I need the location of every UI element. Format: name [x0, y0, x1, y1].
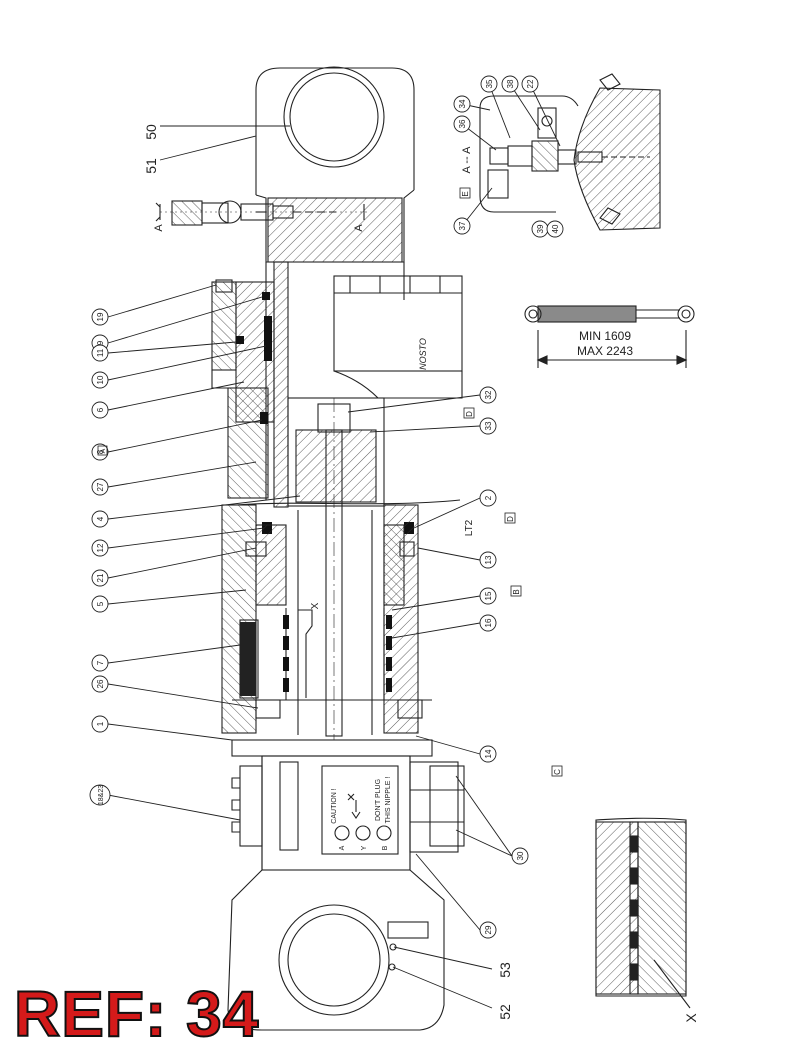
callout-37: 37	[458, 221, 467, 230]
callout-29: 29	[484, 925, 493, 934]
callout-19: 19	[96, 312, 105, 321]
callout-36: 36	[458, 119, 467, 128]
callout-5: 5	[96, 601, 105, 606]
callout-15: 15	[484, 591, 493, 600]
label-this-nipple: THIS NIPPLE !	[385, 777, 392, 824]
grease-valve-top	[155, 200, 370, 226]
port-a-label: A	[339, 845, 346, 850]
callout-7: 7	[96, 660, 105, 665]
callout-26: 26	[96, 679, 105, 688]
callout-18-23: 18&23	[98, 785, 105, 805]
section-d1: D	[465, 411, 474, 417]
callout-39: 39	[536, 224, 545, 233]
callout-21: 21	[96, 573, 105, 582]
callout-6: 6	[96, 407, 105, 412]
piston-seals	[240, 615, 392, 696]
detail-x-label: X	[683, 1013, 699, 1023]
callout-16: 16	[484, 618, 493, 627]
label-dont-plug: DON'T PLUG	[375, 779, 382, 821]
section-b: B	[512, 589, 521, 594]
callout-38: 38	[506, 79, 515, 88]
port-b-label: B	[382, 845, 389, 850]
callout-10: 10	[96, 375, 105, 384]
callout-33: 33	[484, 421, 493, 430]
piston-rod	[235, 397, 461, 740]
section-c: C	[553, 769, 562, 775]
section-a-left: A	[153, 224, 165, 232]
callout-52: 52	[497, 1004, 513, 1020]
stroke-diagram	[524, 305, 695, 368]
callout-8: 8	[96, 449, 105, 454]
port-y-label: Y	[361, 845, 368, 850]
callout-1: 1	[96, 721, 105, 726]
callout-40: 40	[551, 224, 560, 233]
top-rod-eye	[255, 66, 415, 263]
callout-34: 34	[458, 99, 467, 108]
cylinder-base	[227, 755, 465, 1031]
section-d2: D	[506, 516, 515, 522]
section-a-right: A	[353, 224, 365, 232]
leader-lines	[107, 83, 561, 1009]
label-caution: CAUTION !	[331, 788, 338, 823]
callout-32: 32	[484, 390, 493, 399]
callout-12: 12	[96, 543, 105, 552]
stroke-min: MIN 1609	[579, 329, 631, 343]
detail-x	[595, 817, 691, 1009]
callout-4: 4	[96, 516, 105, 521]
callout-11: 11	[96, 348, 105, 357]
section-boxes	[97, 187, 563, 777]
callout-35: 35	[485, 79, 494, 88]
label-lt2: LT2	[464, 519, 475, 536]
callout-22: 22	[526, 79, 535, 88]
callout-14: 14	[484, 749, 493, 758]
callout-27: 27	[96, 482, 105, 491]
section-aa-title: A -- A	[461, 146, 473, 174]
callout-13: 13	[484, 555, 493, 564]
callout-53: 53	[497, 962, 513, 978]
callout-51: 51	[143, 158, 159, 174]
callout-9: 9	[96, 340, 105, 345]
section-a-small: A	[100, 448, 107, 453]
detail-x-mark: X	[310, 602, 321, 609]
callout-circles	[89, 75, 564, 939]
ref-label: REF: 34	[13, 978, 260, 1050]
stroke-max: MAX 2243	[577, 344, 633, 358]
callout-2: 2	[484, 495, 493, 500]
section-e: E	[461, 191, 470, 196]
label-nosto: NOSTO	[418, 338, 428, 370]
callout-30: 30	[516, 851, 525, 860]
callout-50: 50	[143, 124, 159, 140]
section-aa-detail	[479, 73, 661, 231]
